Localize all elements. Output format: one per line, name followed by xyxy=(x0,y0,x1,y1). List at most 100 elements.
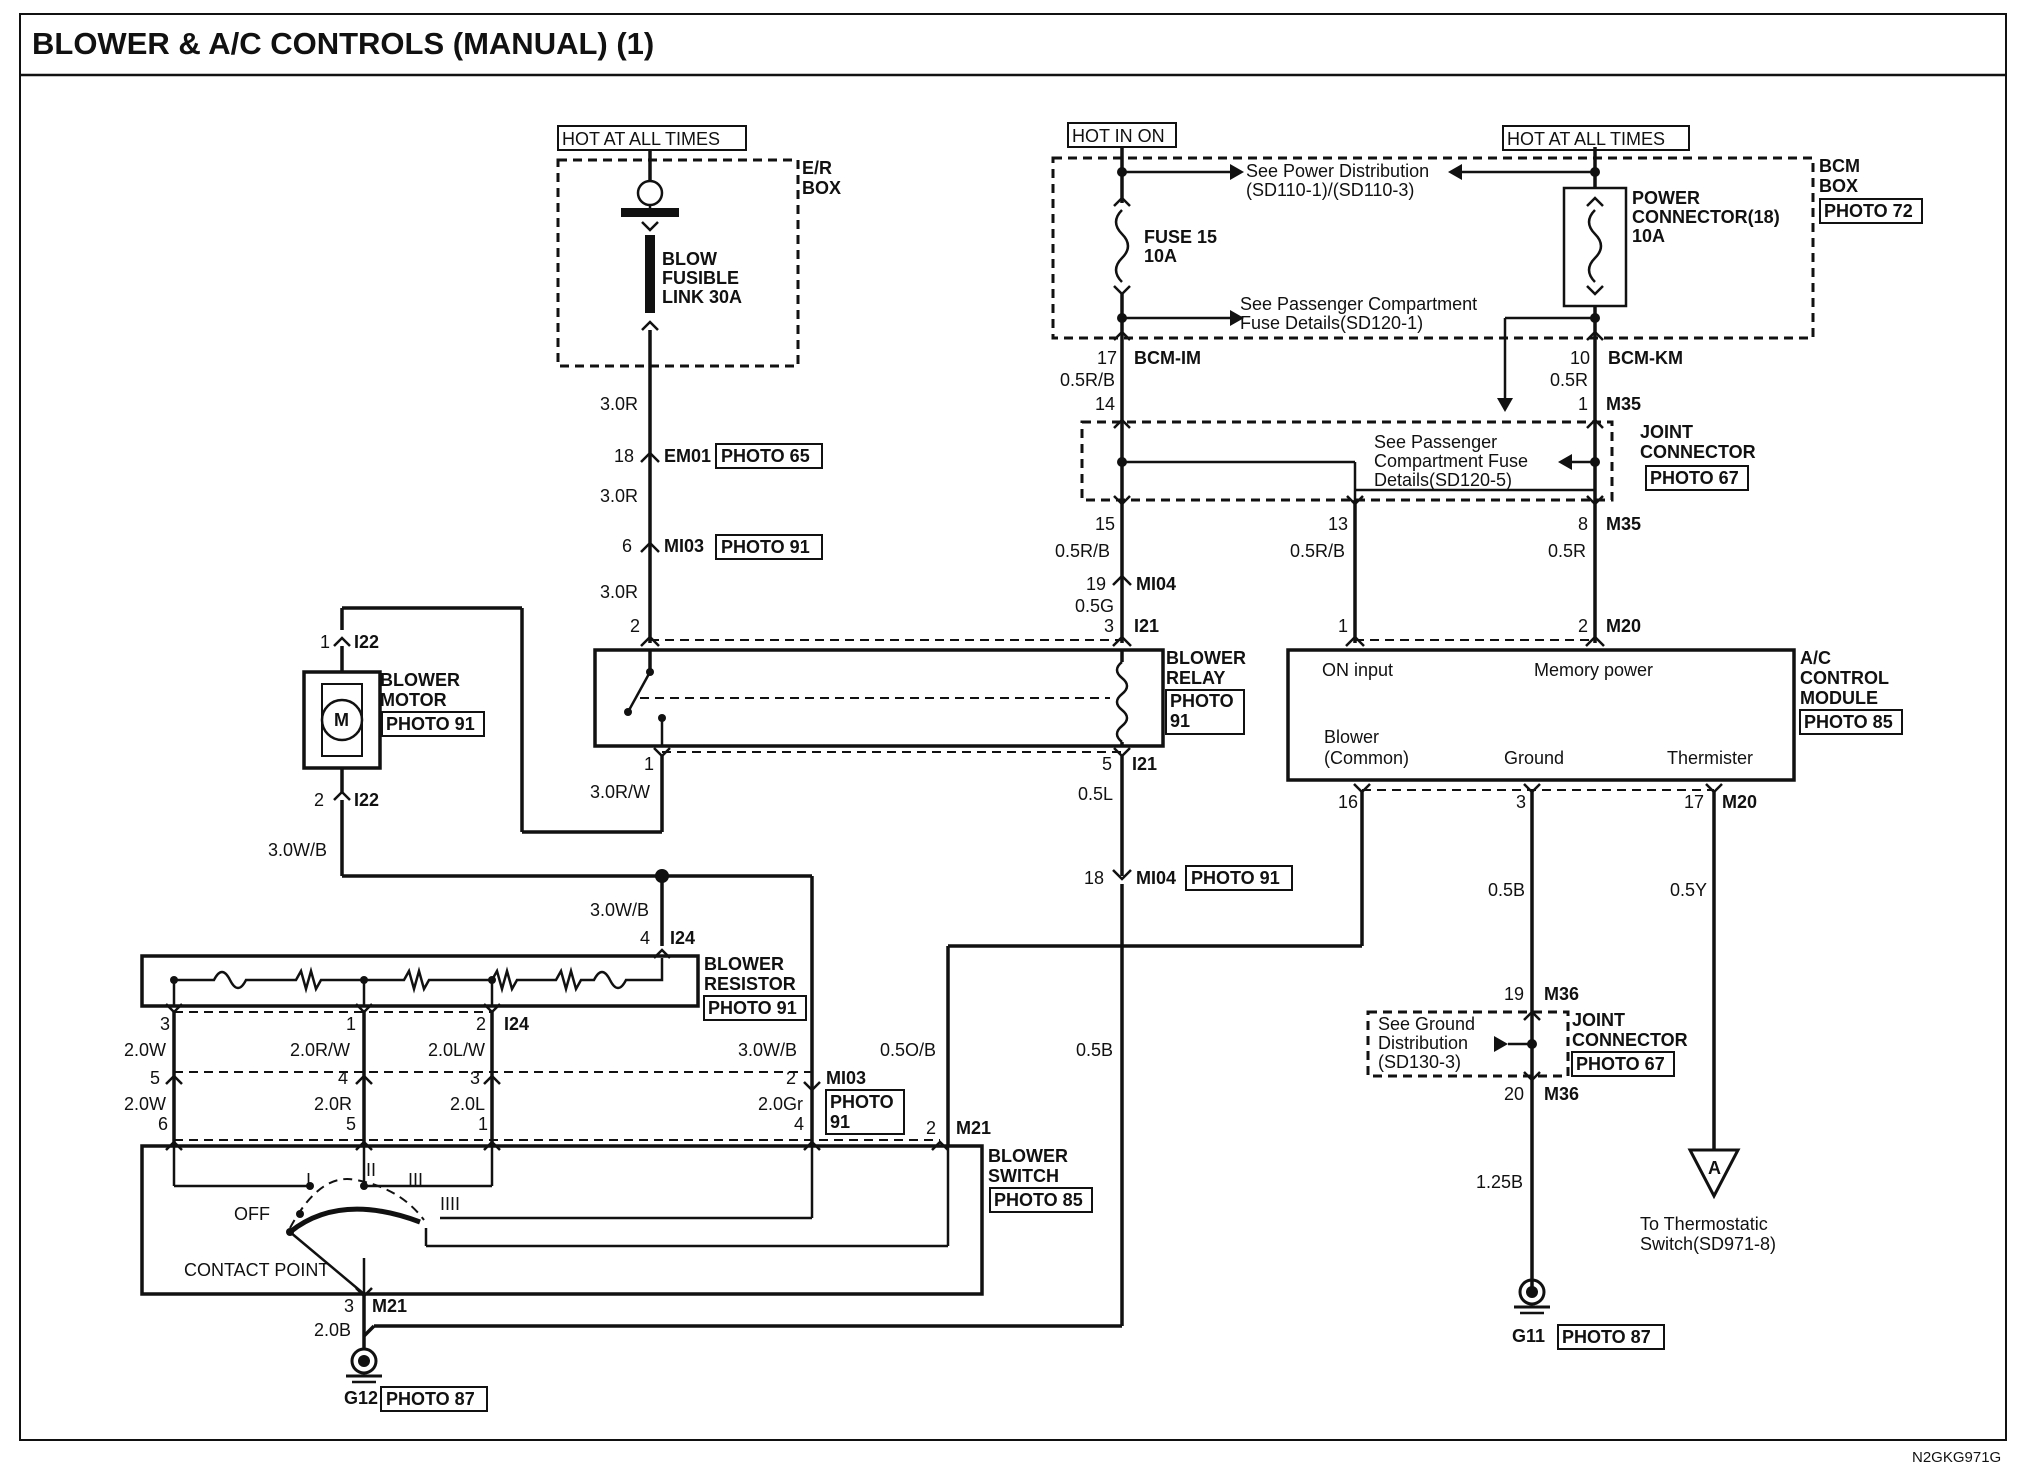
svg-text:IIII: IIII xyxy=(440,1194,460,1214)
er-box: HOT AT ALL TIMES E/R BOX BLOW FUSIBLE LI… xyxy=(556,125,841,368)
wire-3-0rw: 3.0R/W xyxy=(340,606,664,834)
svg-text:Ground: Ground xyxy=(1504,748,1564,768)
svg-text:1: 1 xyxy=(478,1114,488,1134)
svg-text:BOX: BOX xyxy=(1819,176,1858,196)
svg-text:91: 91 xyxy=(1170,711,1190,731)
svg-text:LINK 30A: LINK 30A xyxy=(662,287,742,307)
svg-text:I24: I24 xyxy=(670,928,695,948)
svg-text:I22: I22 xyxy=(354,790,379,810)
svg-text:2.0L/W: 2.0L/W xyxy=(428,1040,485,1060)
svg-text:4: 4 xyxy=(640,928,650,948)
ac-control-module: A/C CONTROL MODULE PHOTO 85 ON input Mem… xyxy=(1286,639,1903,812)
svg-text:Compartment Fuse: Compartment Fuse xyxy=(1374,451,1528,471)
svg-text:10A: 10A xyxy=(1632,226,1665,246)
svg-text:Memory power: Memory power xyxy=(1534,660,1653,680)
svg-text:PHOTO 65: PHOTO 65 xyxy=(721,446,810,466)
svg-text:III: III xyxy=(408,1170,423,1190)
svg-text:II: II xyxy=(366,1160,376,1180)
blower-relay: BLOWER RELAY PHOTO 91 1 5 I21 xyxy=(593,639,1246,774)
svg-text:3: 3 xyxy=(1104,616,1114,636)
svg-text:I: I xyxy=(306,1170,311,1190)
svg-text:RESISTOR: RESISTOR xyxy=(704,974,796,994)
svg-text:3.0R: 3.0R xyxy=(600,394,638,414)
svg-text:6: 6 xyxy=(158,1114,168,1134)
svg-text:EM01: EM01 xyxy=(664,446,711,466)
svg-text:1: 1 xyxy=(1338,616,1348,636)
svg-text:CONNECTOR: CONNECTOR xyxy=(1572,1030,1688,1050)
svg-text:MI04: MI04 xyxy=(1136,574,1176,594)
svg-text:See Passenger Compartment: See Passenger Compartment xyxy=(1240,294,1477,314)
svg-text:Fuse Details(SD120-1): Fuse Details(SD120-1) xyxy=(1240,313,1423,333)
svg-text:1: 1 xyxy=(320,632,330,652)
ground-g11: 0.5B 19 M36 See Ground Distribution (SD1… xyxy=(1366,790,1688,1350)
svg-text:Blower: Blower xyxy=(1324,727,1379,747)
diagram-code: N2GKG971G xyxy=(1912,1449,2001,1466)
svg-text:2.0R/W: 2.0R/W xyxy=(290,1040,350,1060)
svg-text:BLOWER: BLOWER xyxy=(988,1146,1068,1166)
svg-text:5: 5 xyxy=(346,1114,356,1134)
svg-text:M35: M35 xyxy=(1606,514,1641,534)
svg-text:M21: M21 xyxy=(372,1296,407,1316)
svg-text:17: 17 xyxy=(1684,792,1704,812)
svg-text:2.0R: 2.0R xyxy=(314,1094,352,1114)
blower-resistor: 3.0W/B 4 I24 BLOWER RESISTOR PHOTO 91 3 … xyxy=(140,876,807,1034)
svg-text:I24: I24 xyxy=(504,1014,529,1034)
svg-text:0.5R: 0.5R xyxy=(1550,370,1588,390)
svg-text:(SD110-1)/(SD110-3): (SD110-1)/(SD110-3) xyxy=(1246,180,1414,200)
svg-text:PHOTO 67: PHOTO 67 xyxy=(1650,468,1739,488)
svg-text:3: 3 xyxy=(344,1296,354,1316)
svg-text:JOINT: JOINT xyxy=(1640,422,1693,442)
svg-text:HOT IN ON: HOT IN ON xyxy=(1072,126,1165,146)
svg-text:See Ground: See Ground xyxy=(1378,1014,1475,1034)
svg-text:2: 2 xyxy=(786,1068,796,1088)
svg-text:0.5G: 0.5G xyxy=(1075,596,1114,616)
svg-text:BLOWER: BLOWER xyxy=(704,954,784,974)
svg-text:2.0W: 2.0W xyxy=(124,1094,166,1114)
svg-text:FUSE 15: FUSE 15 xyxy=(1144,227,1217,247)
svg-text:M20: M20 xyxy=(1606,616,1641,636)
svg-text:BCM-IM: BCM-IM xyxy=(1134,348,1201,368)
svg-text:3: 3 xyxy=(160,1014,170,1034)
wire-3-0r: 3.0R 18 EM01 PHOTO 65 3.0R 6 MI03 PHOTO … xyxy=(600,330,823,647)
svg-text:3.0W/B: 3.0W/B xyxy=(738,1040,797,1060)
svg-text:CONTACT POINT: CONTACT POINT xyxy=(184,1260,329,1280)
bcm-connectors: 17 BCM-IM 0.5R/B 14 10 BCM-KM 0.5R 1 M35 xyxy=(1060,330,1683,416)
svg-text:4: 4 xyxy=(338,1068,348,1088)
svg-text:3.0R/W: 3.0R/W xyxy=(590,782,650,802)
svg-text:PHOTO 91: PHOTO 91 xyxy=(708,998,797,1018)
svg-text:CONTROL: CONTROL xyxy=(1800,668,1889,688)
wire-0-5ob: 0.5O/B xyxy=(880,790,1364,1146)
svg-text:BLOWER: BLOWER xyxy=(1166,648,1246,668)
svg-text:MI03: MI03 xyxy=(664,536,704,556)
svg-text:MODULE: MODULE xyxy=(1800,688,1878,708)
svg-text:PHOTO 72: PHOTO 72 xyxy=(1824,201,1913,221)
svg-text:0.5B: 0.5B xyxy=(1488,880,1525,900)
svg-text:OFF: OFF xyxy=(234,1204,270,1224)
svg-text:HOT AT ALL TIMES: HOT AT ALL TIMES xyxy=(562,129,720,149)
svg-text:2: 2 xyxy=(630,616,640,636)
svg-text:JOINT: JOINT xyxy=(1572,1010,1625,1030)
svg-text:2: 2 xyxy=(1578,616,1588,636)
svg-text:POWER: POWER xyxy=(1632,188,1700,208)
svg-text:E/R: E/R xyxy=(802,158,832,178)
svg-text:PHOTO 85: PHOTO 85 xyxy=(994,1190,1083,1210)
bcm-box: HOT IN ON HOT AT ALL TIMES BCM BOX PHOTO… xyxy=(1051,122,1923,412)
svg-text:MOTOR: MOTOR xyxy=(380,690,447,710)
svg-text:14: 14 xyxy=(1095,394,1115,414)
svg-text:See Power Distribution: See Power Distribution xyxy=(1246,161,1429,181)
svg-text:Distribution: Distribution xyxy=(1378,1033,1468,1053)
svg-text:See Passenger: See Passenger xyxy=(1374,432,1497,452)
svg-text:0.5R/B: 0.5R/B xyxy=(1055,541,1110,561)
svg-text:2.0Gr: 2.0Gr xyxy=(758,1094,803,1114)
svg-text:MI04: MI04 xyxy=(1136,868,1176,888)
svg-text:(SD130-3): (SD130-3) xyxy=(1378,1052,1461,1072)
svg-text:PHOTO 91: PHOTO 91 xyxy=(386,714,475,734)
svg-text:BCM: BCM xyxy=(1819,156,1860,176)
svg-text:G12: G12 xyxy=(344,1388,378,1408)
svg-text:PHOTO 85: PHOTO 85 xyxy=(1804,712,1893,732)
svg-text:BOX: BOX xyxy=(802,178,841,198)
ground-g12: 3 M21 2.0B G12 PHOTO 87 xyxy=(314,1296,488,1412)
svg-text:PHOTO: PHOTO xyxy=(1170,691,1234,711)
svg-text:3.0R: 3.0R xyxy=(600,582,638,602)
svg-text:1: 1 xyxy=(644,754,654,774)
